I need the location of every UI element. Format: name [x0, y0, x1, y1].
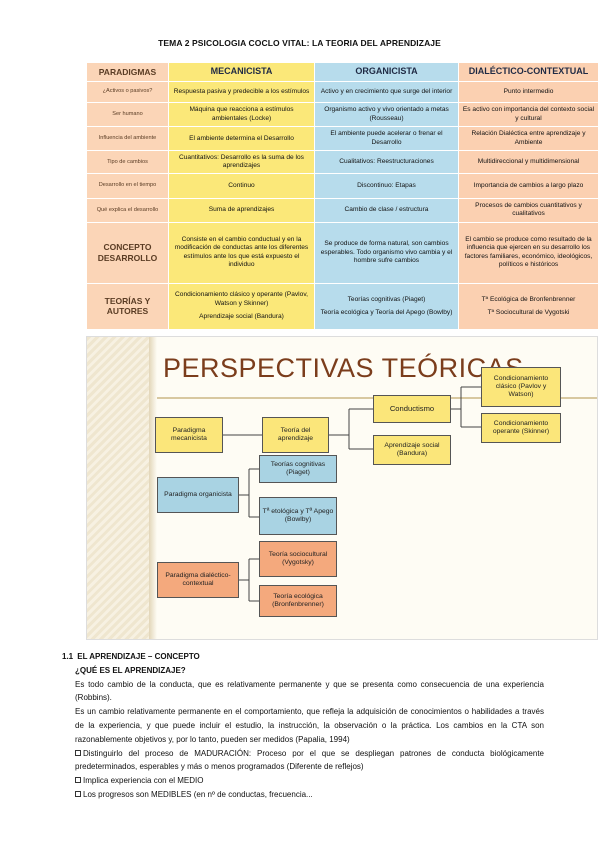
table-cell: Continuo: [168, 173, 315, 199]
cell-line: Teorías cognitivas (Piaget): [347, 295, 426, 303]
table-cell: Tipo de cambios: [86, 150, 169, 175]
cell-line: Teoría ecológica y Teoría del Apego (Bow…: [320, 308, 453, 316]
box-teorias-cognitivas: Teorías cognitivas (Piaget): [259, 455, 337, 483]
diagram-connectors: [223, 386, 481, 602]
box-aprendizaje-social: Aprendizaje social (Bandura): [373, 435, 451, 465]
table-row: Desarrollo en el tiempo Continuo Discont…: [86, 173, 599, 199]
table-header: MECANICISTA: [168, 62, 315, 82]
table-row: ¿Activos o pasivos? Respuesta pasiva y p…: [86, 80, 599, 103]
table-cell: Suma de aprendizajes: [168, 197, 315, 223]
table-cell: Consiste en el cambio conductual y en la…: [168, 221, 315, 284]
learning-concept-section: 1.1 EL APRENDIZAJE – CONCEPTO ¿QUÉ ES EL…: [62, 650, 544, 802]
slide-stripe-edge: [149, 337, 157, 639]
bullet-text: Los progresos son MEDIBLES (en nº de con…: [83, 789, 313, 799]
bullet-text: Implica experiencia con el MEDIO: [83, 776, 204, 786]
slide-decorative-stripe: [87, 337, 149, 639]
table-row: Ser humano Máquina que reacciona a estím…: [86, 101, 599, 128]
box-teoria-sociocultural: Teoría sociocultural (Vygotsky): [259, 541, 337, 577]
table-cell: Influencia del ambiente: [86, 126, 169, 152]
bullet-item: Distinguirlo del proceso de MADURACIÓN: …: [75, 747, 544, 775]
cell-line: Aprendizaje social (Bandura): [199, 312, 284, 320]
table-cell: Condicionamiento clásico y operante (Pav…: [168, 282, 315, 331]
checkbox-bullet-icon: [75, 777, 81, 784]
table-cell: Es activo con importancia del contexto s…: [458, 101, 599, 128]
box-conductismo: Conductismo: [373, 395, 451, 423]
table-header-row: PARADIGMAS MECANICISTA ORGANICISTA DIALÉ…: [86, 62, 599, 82]
table-row: Tipo de cambios Cuantitativos: Desarroll…: [86, 150, 599, 175]
section-title: EL APRENDIZAJE – CONCEPTO: [77, 652, 200, 661]
cell-line: Tª Ecológica de Bronfenbrenner: [481, 295, 576, 303]
box-condicionamiento-clasico: Condicionamiento clásico (Pavlov y Watso…: [481, 367, 561, 407]
table-header: ORGANICISTA: [314, 62, 459, 82]
table-cell: Punto intermedio: [458, 80, 599, 103]
paradigm-table: PARADIGMAS MECANICISTA ORGANICISTA DIALÉ…: [86, 62, 599, 331]
table-cell: Cualitativos: Reestructuraciones: [314, 150, 459, 175]
table-cell: El ambiente puede acelerar o frenar el D…: [314, 126, 459, 152]
table-cell: TEORÍAS Y AUTORES: [86, 282, 169, 331]
table-cell: ¿Activos o pasivos?: [86, 80, 169, 103]
table-cell: Multidireccional y multidimensional: [458, 150, 599, 175]
slide-title: PERSPECTIVAS TEÓRICAS: [163, 353, 524, 383]
table-row: Qué explica el desarrollo Suma de aprend…: [86, 197, 599, 223]
table-cell: Ser humano: [86, 101, 169, 128]
box-paradigma-dialectico: Paradigma dialéctico-contextual: [157, 562, 239, 598]
box-condicionamiento-operante: Condicionamiento operante (Skinner): [481, 413, 561, 443]
table-cell: Qué explica el desarrollo: [86, 197, 169, 223]
table-cell: Cambio de clase / estructura: [314, 197, 459, 223]
box-t-etologica-apego: Tª etológica y Tª Apego (Bowlby): [259, 497, 337, 535]
table-cell: Relación Dialéctica entre aprendizaje y …: [458, 126, 599, 152]
table-cell: Importancia de cambios a largo plazo: [458, 173, 599, 199]
box-paradigma-organicista: Paradigma organicista: [157, 477, 239, 513]
definition-paragraph: Es todo cambio de la conducta, que es re…: [75, 679, 544, 703]
table-cell: Respuesta pasiva y predecible a los estí…: [168, 80, 315, 103]
table-cell: Se produce de forma natural, son cambios…: [314, 221, 459, 284]
bullet-item: Los progresos son MEDIBLES (en nº de con…: [75, 788, 544, 802]
table-cell: Desarrollo en el tiempo: [86, 173, 169, 199]
table-header: PARADIGMAS: [86, 62, 169, 82]
perspectives-slide: PERSPECTIVAS TEÓRICAS Paradigma mecanici…: [86, 336, 598, 640]
table-cell: El ambiente determina el Desarrollo: [168, 126, 315, 152]
table-cell: El cambio se produce como resultado de l…: [458, 221, 599, 284]
section-number: 1.1: [62, 652, 74, 661]
section-heading: 1.1 EL APRENDIZAJE – CONCEPTO: [62, 650, 544, 664]
bullet-item: Implica experiencia con el MEDIO: [75, 774, 544, 788]
box-teoria-ecologica: Teoría ecológica (Bronfenbrenner): [259, 585, 337, 617]
question-heading: ¿QUÉ ES EL APRENDIZAJE?: [75, 665, 186, 675]
table-cell: Teorías cognitivas (Piaget) Teoría ecológ…: [314, 282, 459, 331]
table-cell: Activo y en crecimiento que surge del in…: [314, 80, 459, 103]
table-cell: Máquina que reacciona a estímulos ambien…: [168, 101, 315, 128]
table-row: TEORÍAS Y AUTORES Condicionamiento clási…: [86, 282, 599, 331]
table-cell: CONCEPTO DESARROLLO: [86, 221, 169, 284]
cell-line: Condicionamiento clásico y operante (Pav…: [175, 291, 308, 307]
box-paradigma-mecanicista: Paradigma mecanicista: [155, 417, 223, 453]
definition-paragraph: Es un cambio relativamente permanente en…: [75, 707, 544, 744]
table-row: Influencia del ambiente El ambiente dete…: [86, 126, 599, 152]
table-cell: Procesos de cambios cuantitativos y cual…: [458, 197, 599, 223]
box-teoria-aprendizaje: Teoría del aprendizaje: [262, 417, 329, 453]
checkbox-bullet-icon: [75, 749, 81, 756]
document-title: TEMA 2 PSICOLOGIA COCLO VITAL: LA TEORIA…: [158, 38, 441, 48]
table-cell: Tª Ecológica de Bronfenbrenner Tª Sociocu…: [458, 282, 599, 331]
table-header: DIALÉCTICO-CONTEXTUAL: [458, 62, 599, 82]
table-cell: Discontinuo: Etapas: [314, 173, 459, 199]
table-row: CONCEPTO DESARROLLO Consiste en el cambi…: [86, 221, 599, 284]
table-cell: Cuantitativos: Desarrollo es la suma de …: [168, 150, 315, 175]
table-cell: Organismo activo y vivo orientado a meta…: [314, 101, 459, 128]
cell-line: Tª Sociocultural de Vygotski: [487, 308, 570, 316]
bullet-text: Distinguirlo del proceso de MADURACIÓN: …: [75, 748, 544, 772]
checkbox-bullet-icon: [75, 790, 81, 797]
